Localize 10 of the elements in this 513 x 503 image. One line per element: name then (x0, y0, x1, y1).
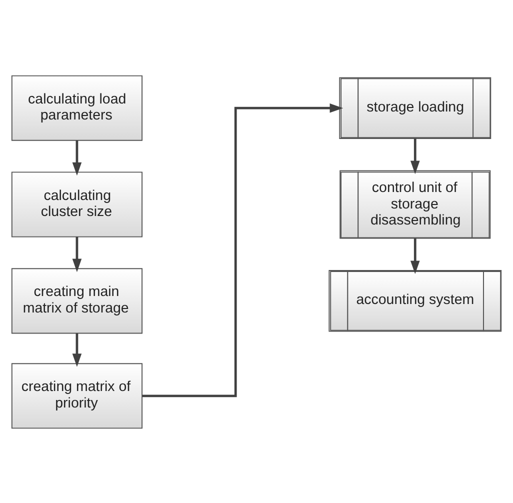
node-box: calculating load parameters (11, 74, 143, 140)
node-box: creating matrix of priority (11, 362, 143, 428)
arrow (72, 140, 82, 176)
node-box: calculating cluster size (11, 171, 143, 237)
arrow (410, 238, 420, 274)
arrow (410, 138, 420, 174)
arrow (72, 332, 82, 366)
arrow (142, 102, 344, 397)
arrow (72, 236, 82, 272)
node-box: creating main matrix of storage (11, 268, 143, 334)
